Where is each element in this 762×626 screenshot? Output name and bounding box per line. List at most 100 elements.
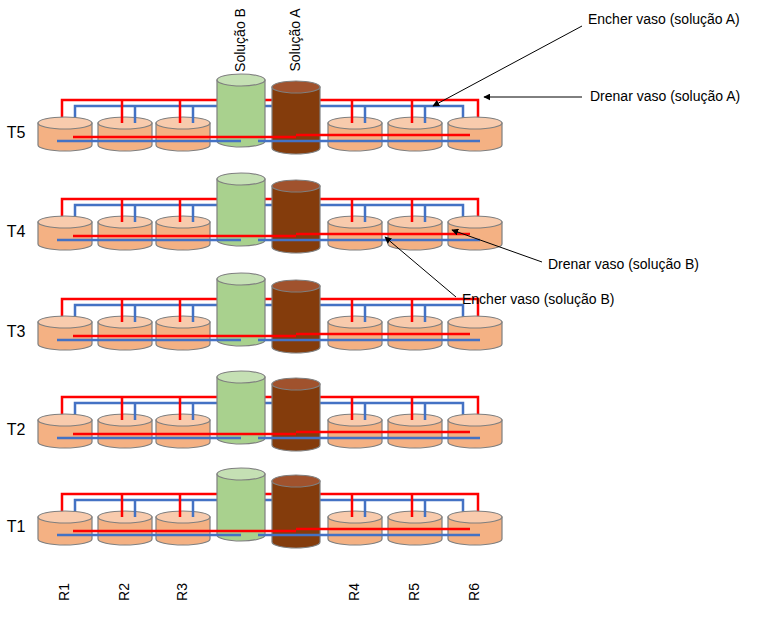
- drain-pipe: [364, 205, 367, 222]
- drain-pipe: [364, 500, 367, 517]
- drain-pipe: [411, 299, 414, 322]
- vessel-top: [328, 117, 382, 129]
- drain-pipe: [364, 106, 367, 123]
- drain-pipe: [134, 106, 137, 123]
- solution-a-tank-top: [272, 378, 320, 390]
- fill-pipe: [57, 140, 241, 143]
- callout-text: Encher vaso (solução A): [588, 12, 740, 27]
- drain-pipe: [411, 397, 414, 420]
- solution-b-tank-top: [217, 371, 265, 383]
- callout-text: Encher vaso (solução B): [462, 292, 615, 307]
- drain-pipe: [179, 397, 182, 420]
- solution-a-tank: [272, 384, 320, 451]
- leader-line: [452, 230, 542, 262]
- vessel-top: [98, 117, 152, 129]
- drain-pipe: [121, 199, 124, 222]
- drain-pipe: [424, 500, 427, 517]
- callout-text: Drenar vaso (solução B): [548, 257, 699, 272]
- vessel-top: [448, 511, 502, 523]
- fill-pipe: [258, 339, 480, 342]
- vessel-top: [448, 216, 502, 228]
- fill-pipe: [73, 235, 296, 238]
- vessel-top: [388, 117, 442, 129]
- drain-pipe: [351, 397, 354, 420]
- fill-pipe: [57, 437, 241, 440]
- fill-pipe: [73, 433, 296, 436]
- drain-pipe: [134, 305, 137, 322]
- vessel-top: [328, 511, 382, 523]
- drain-pipe: [424, 305, 427, 322]
- vessel-row: [38, 74, 502, 154]
- drain-pipe: [179, 100, 182, 123]
- vessel-top: [38, 316, 92, 328]
- vessel-label: R4: [347, 583, 362, 601]
- vessel-top: [388, 414, 442, 426]
- row-label: T5: [7, 124, 26, 142]
- drain-pipe: [411, 199, 414, 222]
- drain-pipe: [351, 299, 354, 322]
- drain-pipe: [121, 494, 124, 517]
- drain-pipe: [121, 299, 124, 322]
- vessel-label: R2: [117, 583, 132, 601]
- vessel-row: [38, 468, 502, 548]
- solution-b-tank-top: [217, 468, 265, 480]
- vessel-top: [448, 414, 502, 426]
- drain-pipe: [364, 403, 367, 420]
- drain-pipe: [121, 100, 124, 123]
- drain-pipe: [351, 494, 354, 517]
- vessel-top: [156, 117, 210, 129]
- fill-pipe: [258, 534, 480, 537]
- drain-pipe: [192, 403, 195, 420]
- solution-a-tank-top: [272, 81, 320, 93]
- fill-pipe: [258, 239, 480, 242]
- drain-pipe: [424, 403, 427, 420]
- vessel-top: [328, 216, 382, 228]
- vessel-row: [38, 371, 502, 451]
- leader-line: [385, 237, 456, 297]
- vessel-top: [98, 216, 152, 228]
- row-label: T4: [7, 223, 26, 241]
- fill-pipe: [57, 339, 241, 342]
- fill-pipe: [73, 136, 296, 139]
- vessel-label: R1: [57, 583, 72, 601]
- solution-a-tank-top: [272, 180, 320, 192]
- solution-a-tank-top: [272, 280, 320, 292]
- solution-b-tank-top: [217, 173, 265, 185]
- drain-pipe: [134, 205, 137, 222]
- callout-text: Drenar vaso (solução A): [590, 89, 740, 104]
- solution-a-tank: [272, 87, 320, 154]
- row-label: T2: [7, 421, 26, 439]
- solution-a-tank: [272, 481, 320, 548]
- vessel-label: R6: [467, 583, 482, 601]
- drain-pipe: [179, 199, 182, 222]
- vessel-top: [38, 511, 92, 523]
- fill-pipe: [258, 140, 480, 143]
- fill-pipe: [258, 437, 480, 440]
- drain-pipe: [134, 403, 137, 420]
- drain-pipe: [192, 106, 195, 123]
- vessel-top: [38, 414, 92, 426]
- vessel-top: [98, 316, 152, 328]
- vessel-top: [448, 316, 502, 328]
- fill-pipe: [296, 134, 470, 137]
- row-label: T1: [7, 518, 26, 536]
- vessel-top: [156, 216, 210, 228]
- leader-line: [433, 26, 582, 106]
- drain-pipe: [351, 199, 354, 222]
- leader-line: [484, 97, 582, 98]
- vessel-row: [38, 273, 502, 353]
- drain-pipe: [424, 106, 427, 123]
- solution-a-tank: [272, 186, 320, 253]
- drain-pipe: [179, 299, 182, 322]
- solution-a-tank-top: [272, 475, 320, 487]
- vessel-top: [388, 316, 442, 328]
- drain-pipe: [424, 205, 427, 222]
- drain-pipe: [121, 397, 124, 420]
- vessel-top: [98, 511, 152, 523]
- vessel-top: [328, 414, 382, 426]
- drain-pipe: [192, 500, 195, 517]
- vessel-label: R5: [407, 583, 422, 601]
- vessel-top: [38, 117, 92, 129]
